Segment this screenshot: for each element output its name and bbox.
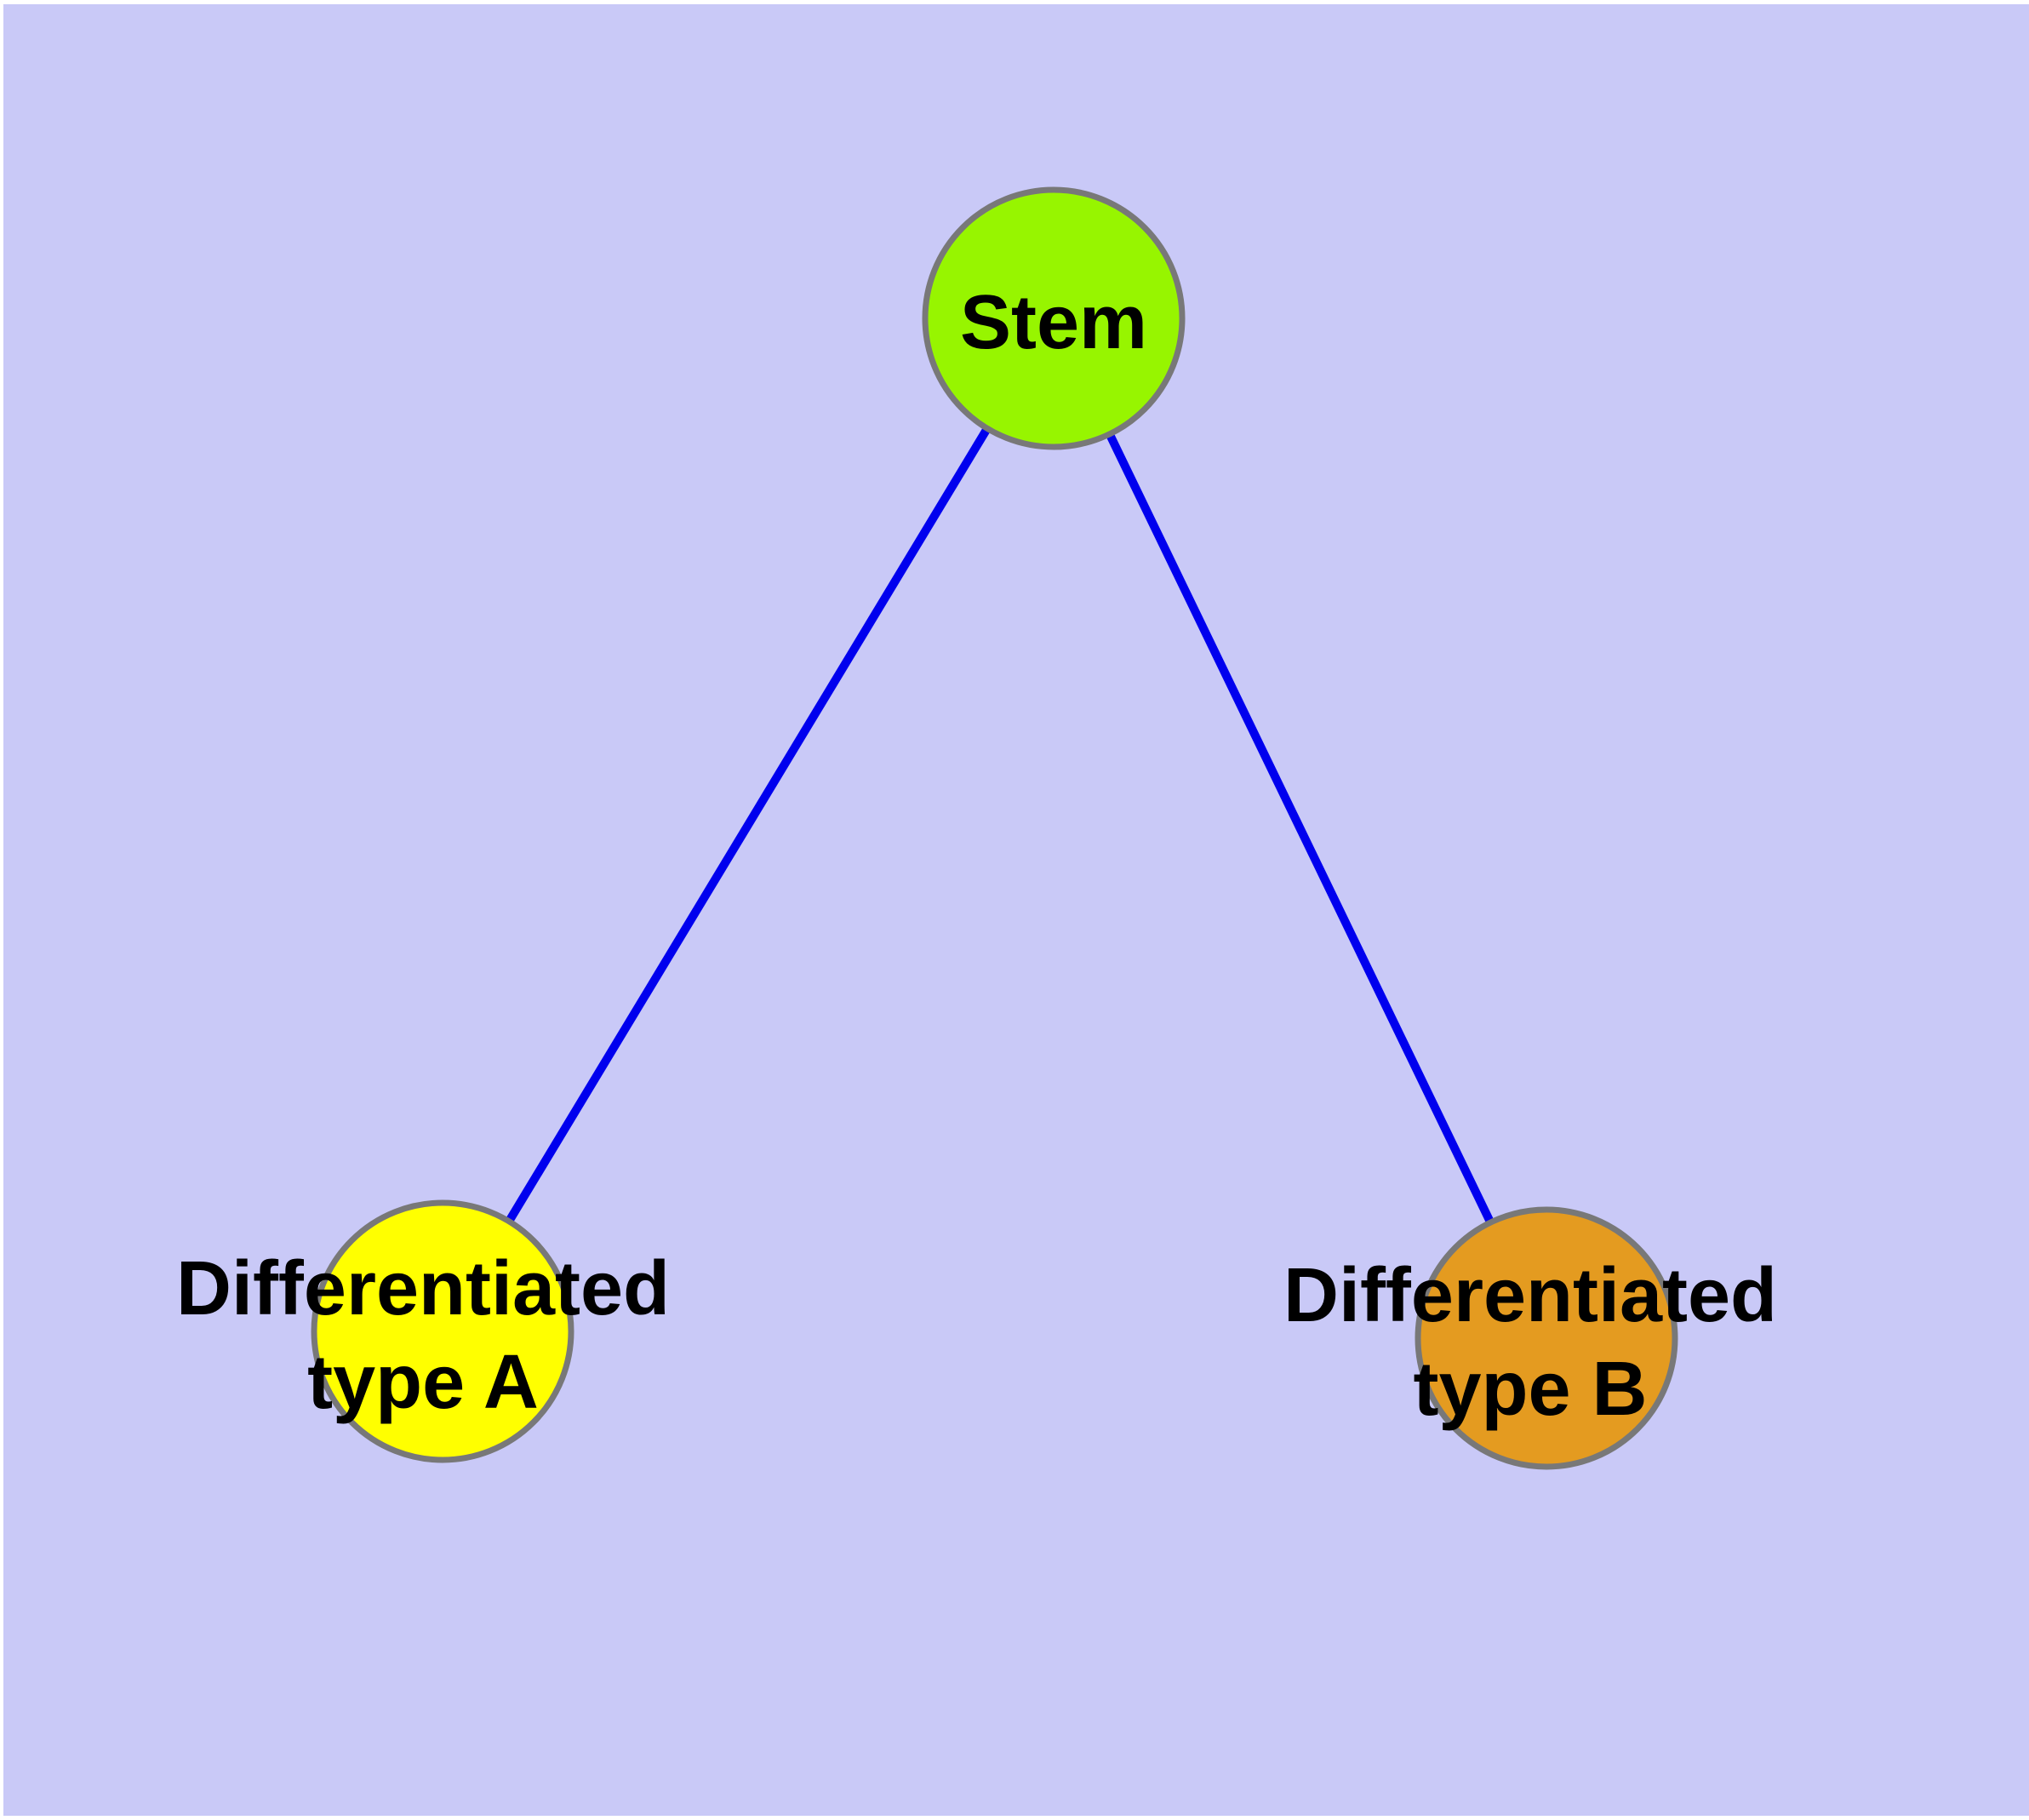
- edge-stem-to-type-a: [438, 316, 1058, 1334]
- node-type-a-label-line1: Differentiated: [176, 1246, 670, 1331]
- node-type-b-circle: [1415, 1206, 1678, 1470]
- node-stem-circle: [922, 186, 1186, 450]
- node-type-b-label-line1: Differentiated: [1283, 1253, 1777, 1338]
- node-type-a-circle: [311, 1199, 574, 1463]
- node-type-a-label-line2: type A: [307, 1340, 539, 1425]
- edge-stem-to-type-b: [1049, 316, 1551, 1341]
- node-type-b-label-line2: type B: [1413, 1347, 1647, 1432]
- node-stem-label: Stem: [960, 280, 1147, 365]
